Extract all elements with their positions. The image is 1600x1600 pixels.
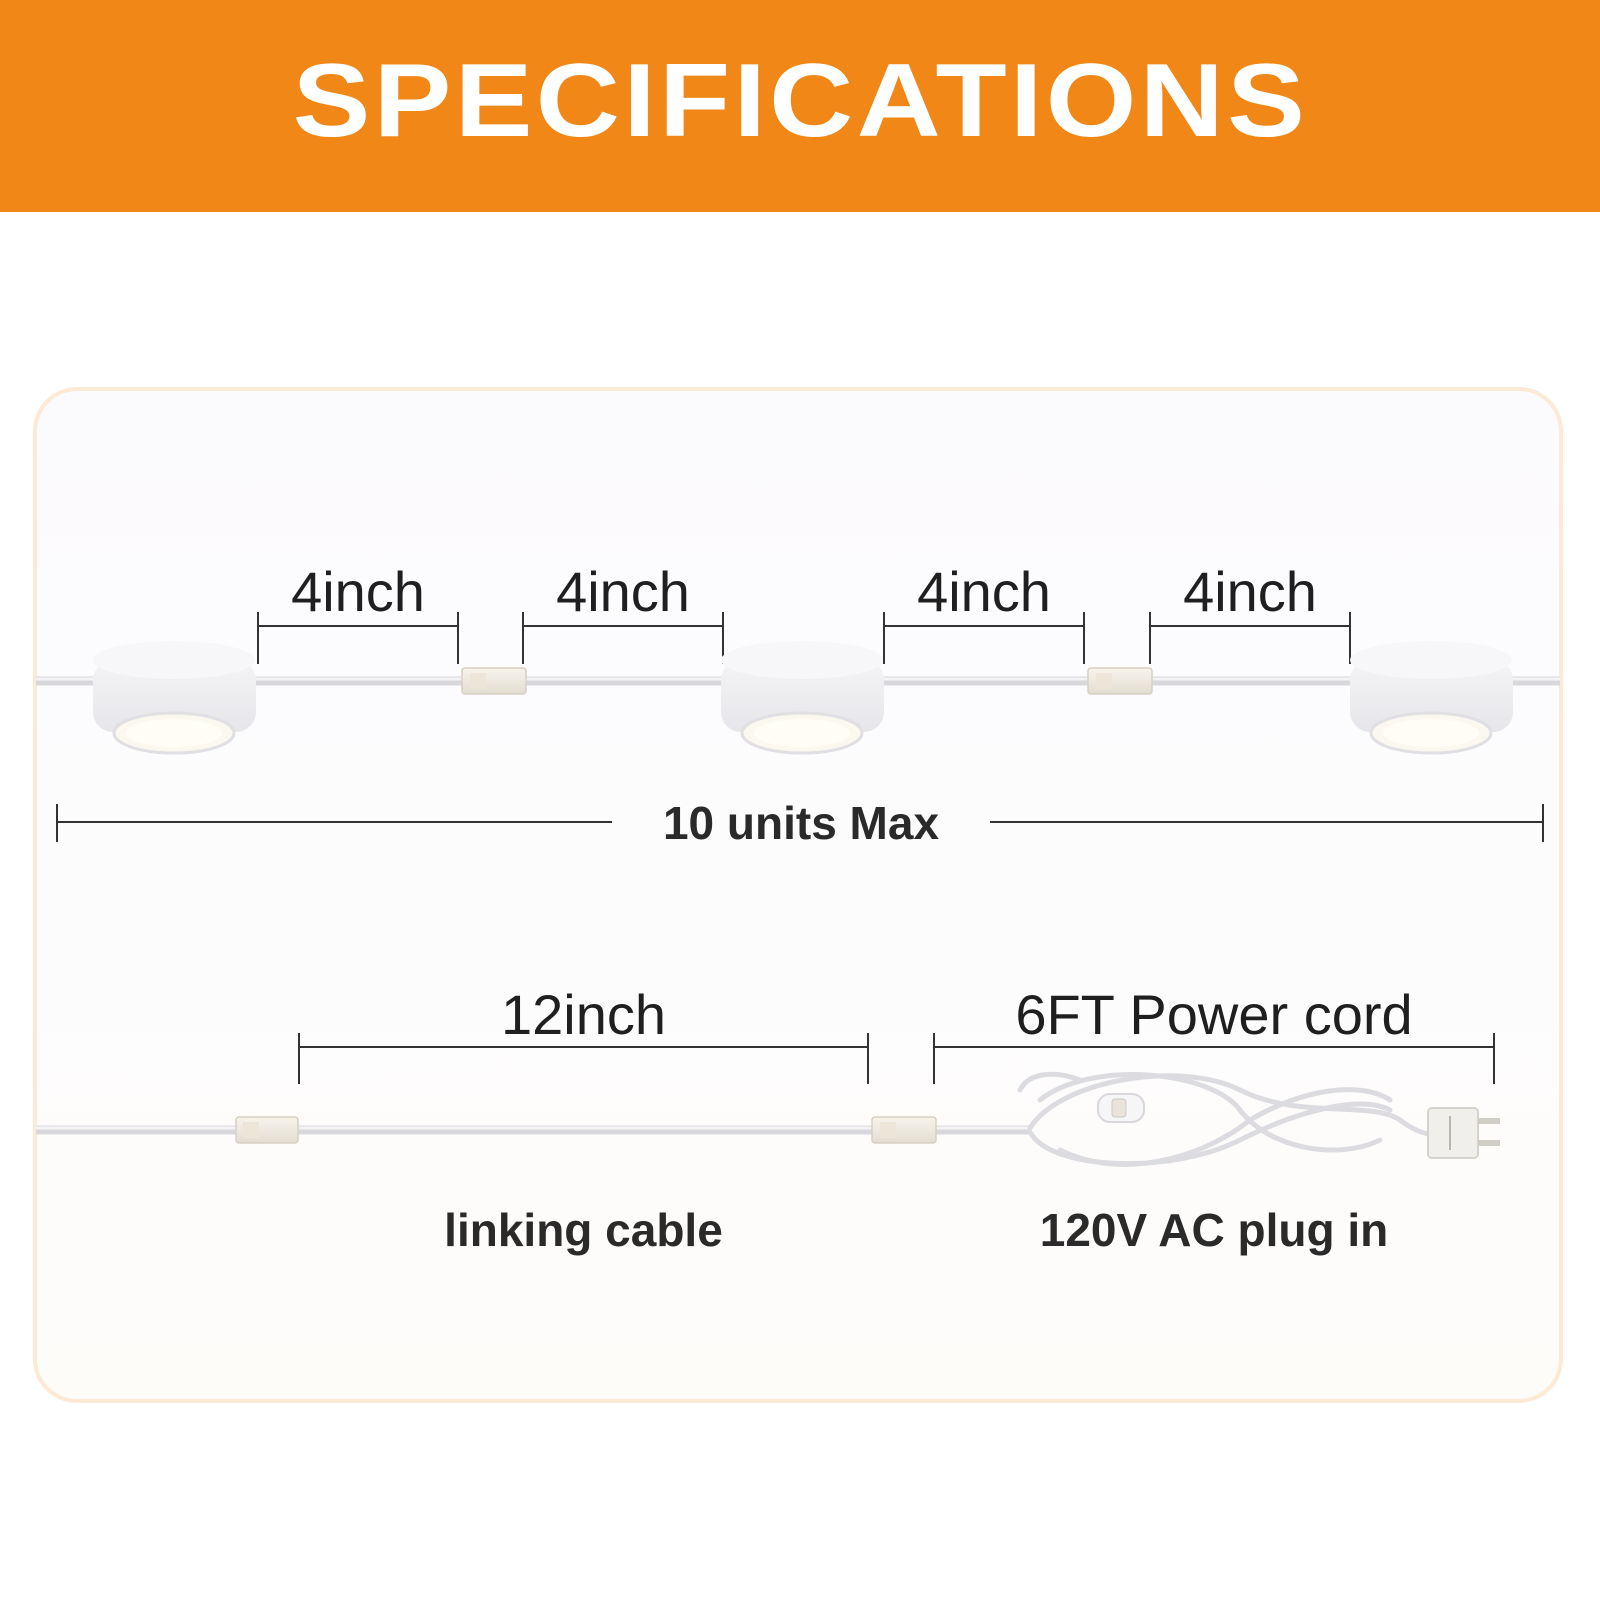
spacing-label-3: 4inch (917, 560, 1051, 623)
spacing-label-1: 4inch (291, 560, 425, 623)
power-cord-switch-icon (1017, 1071, 1453, 1167)
spacing-label-2: 4inch (556, 560, 690, 623)
page-title: SPECIFICATIONS (292, 43, 1308, 159)
dimension-bracket-2 (522, 612, 724, 664)
max-units-label: 10 units Max (662, 797, 940, 849)
dimension-bracket-linking (298, 1033, 869, 1084)
top-dimension-brackets (257, 612, 1351, 664)
plug-caption: 120V AC plug in (1039, 1204, 1389, 1256)
bottom-dimension-brackets (298, 1033, 1495, 1084)
puck-light-icon (1350, 641, 1513, 755)
dimension-bracket-power (933, 1033, 1495, 1084)
connector-icon (1087, 667, 1153, 695)
puck-light-icon (721, 641, 884, 755)
connector-icon (871, 1116, 937, 1144)
linking-length-label: 12inch (500, 983, 667, 1046)
linking-cable-icon (36, 1125, 1030, 1135)
max-units-dimension (56, 804, 1544, 842)
cord-switch (1097, 1093, 1145, 1123)
plug-icon (1427, 1107, 1500, 1159)
connector-icon (235, 1116, 299, 1144)
spec-panel (33, 387, 1563, 1403)
puck-light-icon (93, 641, 256, 755)
power-cord-length-label: 6FT Power cord (1015, 983, 1413, 1046)
dimension-bracket-1 (257, 612, 459, 664)
spacing-label-4: 4inch (1183, 560, 1317, 623)
dimension-bracket-4 (1149, 612, 1351, 664)
connector-icon (461, 667, 527, 695)
dimension-bracket-3 (883, 612, 1085, 664)
header-banner: SPECIFICATIONS (0, 0, 1600, 212)
linking-cable-caption: linking cable (444, 1204, 723, 1256)
